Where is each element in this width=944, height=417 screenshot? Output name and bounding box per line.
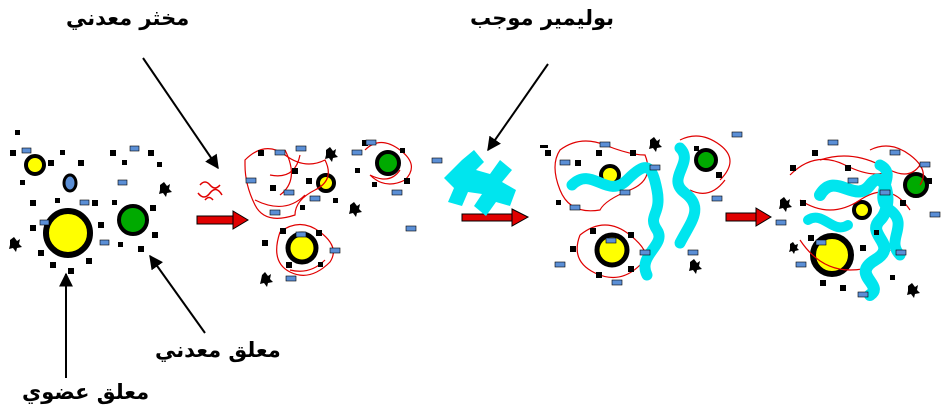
stage-flocculation	[540, 131, 743, 286]
mineral-particle	[375, 150, 401, 176]
mineral-particle	[694, 148, 718, 172]
label-mineral-suspension: معلق معدني	[155, 338, 281, 362]
organic-particle	[594, 232, 630, 268]
label-cationic-polymer: بوليمير موجب	[470, 6, 615, 30]
pointer-arrow-coagulant	[142, 57, 219, 170]
mineral-particle	[903, 172, 929, 198]
stage-coagulation	[197, 139, 443, 287]
label-organic-suspension: معلق عضوي	[22, 380, 150, 404]
stage-floc	[775, 139, 941, 301]
organic-particle-small	[24, 154, 46, 176]
small-particle	[62, 173, 78, 193]
cationic-polymer-strand	[444, 150, 516, 216]
stage-raw-suspension	[9, 130, 172, 274]
organic-particle	[43, 208, 93, 258]
stage-polymer-addition	[444, 150, 516, 216]
pointer-arrow-polymer	[487, 63, 549, 152]
label-mineral-coagulant: مخثر معدني	[66, 6, 190, 30]
organic-particle	[285, 231, 319, 265]
process-arrow-2	[461, 208, 530, 227]
pointer-arrows	[59, 57, 549, 378]
process-arrow-3	[725, 207, 772, 227]
organic-particle-small	[316, 173, 336, 193]
mineral-particle	[117, 204, 149, 236]
organic-particle-small	[852, 200, 872, 220]
process-arrows	[196, 207, 772, 230]
process-arrow-1	[196, 210, 249, 230]
pointer-arrow-metal-suspension	[149, 254, 206, 334]
